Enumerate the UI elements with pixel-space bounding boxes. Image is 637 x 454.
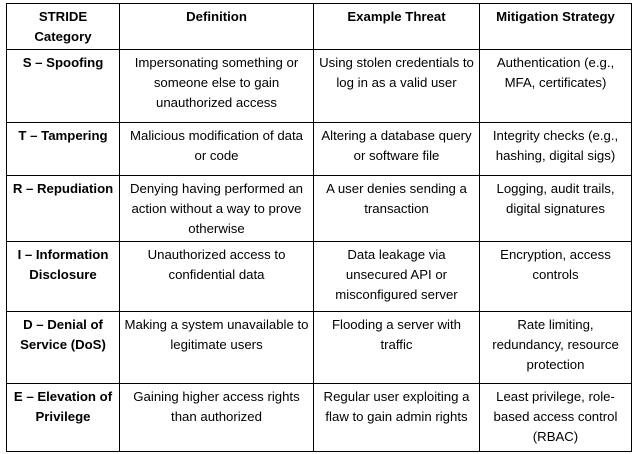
mitigation-cell: Rate limiting, redundancy, resource prot… [479, 311, 632, 384]
header-example-threat: Example Threat [313, 3, 480, 50]
table-row-spoofing: S – Spoofing Impersonating something or … [6, 49, 632, 123]
table-row-tampering: T – Tampering Malicious modification of … [6, 122, 632, 176]
header-mitigation-strategy: Mitigation Strategy [479, 3, 632, 50]
definition-cell: Unauthorized access to confidential data [119, 241, 314, 312]
example-threat-cell: A user denies sending a transaction [313, 175, 480, 242]
mitigation-cell: Least privilege, role-based access contr… [479, 383, 632, 452]
stride-table: STRIDE Category Definition Example Threa… [6, 3, 632, 452]
mitigation-cell: Integrity checks (e.g., hashing, digital… [479, 122, 632, 176]
category-cell: I – Information Disclosure [6, 241, 120, 312]
table-row-repudiation: R – Repudiation Denying having performed… [6, 175, 632, 242]
definition-cell: Impersonating something or someone else … [119, 49, 314, 123]
example-threat-cell: Flooding a server with traffic [313, 311, 480, 384]
category-cell: D – Denial of Service (DoS) [6, 311, 120, 384]
mitigation-cell: Logging, audit trails, digital signature… [479, 175, 632, 242]
definition-cell: Malicious modification of data or code [119, 122, 314, 176]
category-cell: E – Elevation of Privilege [6, 383, 120, 452]
category-cell: S – Spoofing [6, 49, 120, 123]
definition-cell: Gaining higher access rights than author… [119, 383, 314, 452]
table-row-information-disclosure: I – Information Disclosure Unauthorized … [6, 241, 632, 312]
definition-cell: Making a system unavailable to legitimat… [119, 311, 314, 384]
example-threat-cell: Data leakage via unsecured API or miscon… [313, 241, 480, 312]
mitigation-cell: Encryption, access controls [479, 241, 632, 312]
example-threat-cell: Regular user exploiting a flaw to gain a… [313, 383, 480, 452]
table-header-row: STRIDE Category Definition Example Threa… [6, 3, 632, 50]
table-row-denial-of-service: D – Denial of Service (DoS) Making a sys… [6, 311, 632, 384]
mitigation-cell: Authentication (e.g., MFA, certificates) [479, 49, 632, 123]
table-row-elevation-of-privilege: E – Elevation of Privilege Gaining highe… [6, 383, 632, 452]
example-threat-cell: Using stolen credentials to log in as a … [313, 49, 480, 123]
definition-cell: Denying having performed an action witho… [119, 175, 314, 242]
example-threat-cell: Altering a database query or software fi… [313, 122, 480, 176]
category-cell: R – Repudiation [6, 175, 120, 242]
category-cell: T – Tampering [6, 122, 120, 176]
header-definition: Definition [119, 3, 314, 50]
header-stride-category: STRIDE Category [6, 3, 120, 50]
stride-table-container: STRIDE Category Definition Example Threa… [6, 3, 632, 452]
